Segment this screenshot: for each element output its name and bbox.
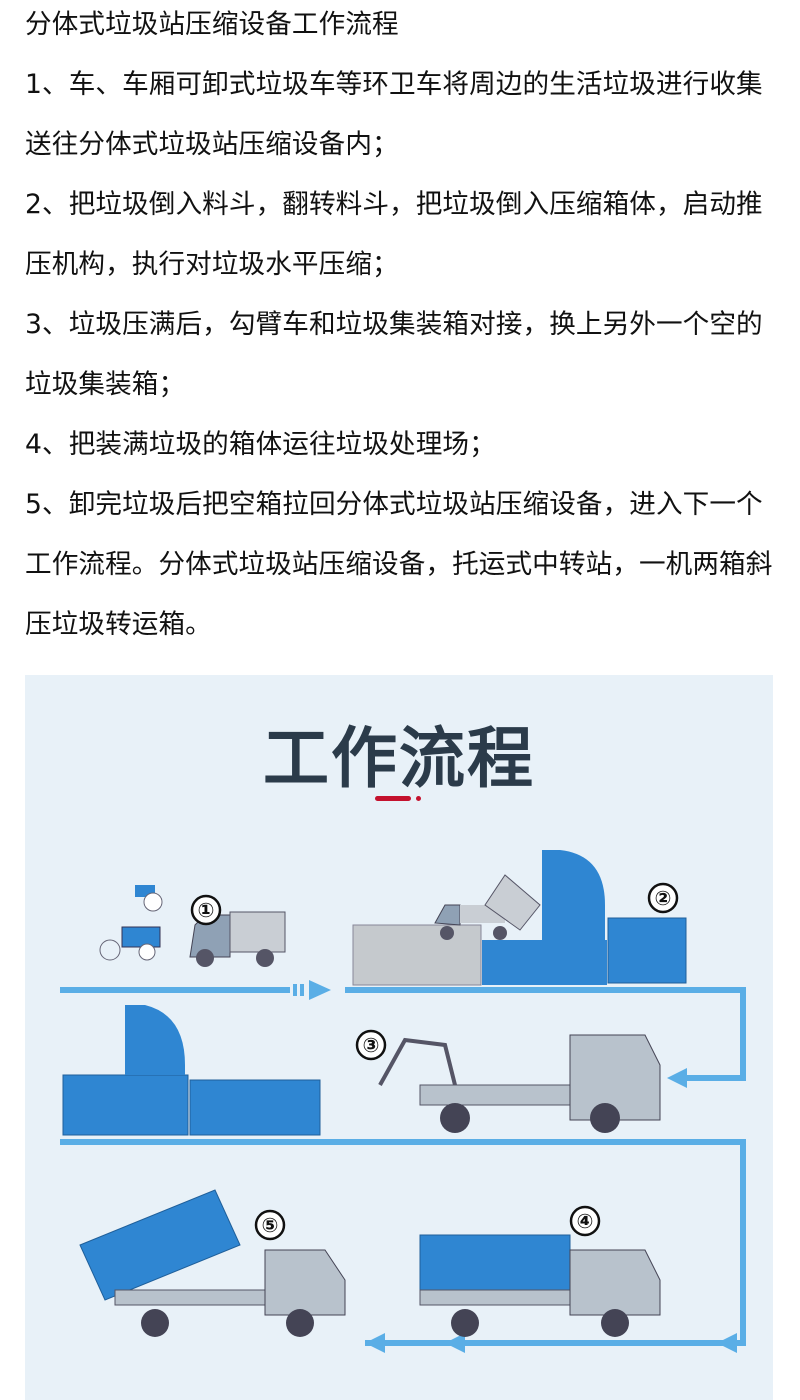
step-2-compactor: [352, 850, 687, 986]
step-5-line-2: 工作流程。分体式垃圾站压缩设备，托运式中转站，一机两箱斜: [25, 549, 773, 580]
step-4-badge: [569, 1205, 601, 1237]
arrow-row2: [60, 1139, 746, 1346]
flow-arrows: [60, 987, 746, 1346]
step-3-line-1: 3、垃圾压满后，勾臂车和垃圾集装箱对接，换上另外一个空的: [25, 309, 763, 340]
step-1-label: ①: [198, 898, 215, 922]
step-4-label: ④: [577, 1209, 594, 1233]
title-dot: [416, 796, 421, 801]
step-5-label: ⑤: [262, 1213, 279, 1237]
title-underline: [375, 796, 411, 801]
step-2-badge: [647, 882, 679, 914]
workflow-diagram: ① ② ③ ④ ⑤: [60, 850, 746, 1353]
step-1-vehicles: [99, 885, 286, 967]
process-text: 分体式垃圾站压缩设备工作流程 1、车、车厢可卸式垃圾车等环卫车将周边的生活垃圾进…: [25, 0, 795, 655]
arrow-head-3: [717, 1333, 737, 1353]
step-2-label: ②: [655, 886, 672, 910]
step-3-compactor: [62, 1005, 321, 1136]
step-2-line-2: 压机构，执行对垃圾水平压缩；: [25, 249, 399, 280]
arrow-row1-right: [345, 987, 746, 1081]
step-labels: ① ② ③ ④ ⑤: [190, 882, 679, 1241]
figure-title: 工作流程: [263, 720, 535, 797]
step-3-label: ③: [363, 1033, 380, 1057]
step-5-badge: [254, 1209, 286, 1241]
step-2-line-1: 2、把垃圾倒入料斗，翻转料斗，把垃圾倒入压缩箱体，启动推: [25, 189, 763, 220]
workflow-illustration: 工作流程: [25, 675, 773, 1400]
step-3-truck: [378, 1034, 661, 1133]
arrow-head-5: [365, 1333, 385, 1353]
step-3-badge: [355, 1029, 387, 1061]
step-4-line-1: 4、把装满垃圾的箱体运往垃圾处理场；: [25, 429, 496, 460]
step-1-line-1: 1、车、车厢可卸式垃圾车等环卫车将周边的生活垃圾进行收集: [25, 69, 763, 100]
step-1-badge: [190, 894, 222, 926]
arrow-head-2: [667, 1068, 687, 1088]
step-4-truck: [419, 1234, 661, 1337]
arrow-head-4: [445, 1333, 465, 1353]
step-5-line-3: 压垃圾转运箱。: [25, 609, 212, 640]
step-5-truck: [79, 1189, 346, 1337]
heading: 分体式垃圾站压缩设备工作流程: [25, 9, 399, 40]
step-1-line-2: 送往分体式垃圾站压缩设备内；: [25, 129, 399, 160]
step-5-line-1: 5、卸完垃圾后把空箱拉回分体式垃圾站压缩设备，进入下一个: [25, 489, 763, 520]
arrow-head-1: [309, 980, 331, 1000]
step-3-line-2: 垃圾集装箱；: [25, 369, 186, 400]
